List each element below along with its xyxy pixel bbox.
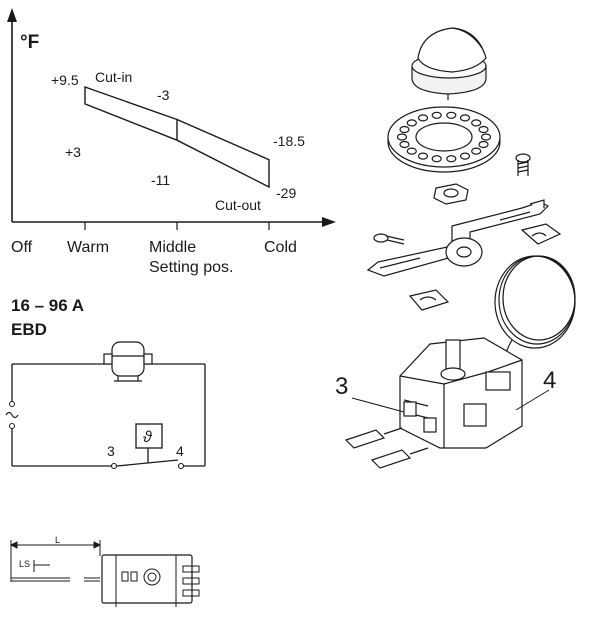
x-tick-cold: Cold [264, 239, 297, 256]
y-axis-arrow [7, 8, 17, 22]
terminal-3-label: 3 [107, 443, 115, 459]
dial-hole [471, 147, 482, 155]
mains-terminal-top [9, 401, 15, 407]
capillary-tube [494, 255, 576, 381]
y-axis-unit: °F [20, 32, 39, 53]
dial-hole [431, 155, 442, 163]
control-knob [411, 27, 487, 100]
spade-connector [344, 427, 403, 449]
dial-hole [446, 155, 457, 163]
dial-hole [417, 152, 429, 160]
cut-in-label: Cut-in [95, 69, 132, 85]
spade-connector [370, 447, 429, 469]
dial-hole [399, 125, 410, 134]
dial-hole [431, 111, 442, 119]
clip-right [520, 223, 562, 245]
cut-out-label: Cut-out [215, 197, 261, 213]
x-tick-middle: Middle [149, 239, 196, 256]
switch-contact-4 [177, 462, 185, 470]
mains-terminal-bottom [9, 423, 15, 429]
wiring-circuit [11, 363, 206, 467]
model-label: EBD [11, 320, 47, 339]
dial-hole [459, 152, 471, 160]
thermostat-body [399, 337, 523, 449]
dial-hole [478, 125, 489, 134]
thermostat-symbol: ϑ [143, 429, 153, 446]
terminal-4-label: 4 [176, 443, 184, 459]
dial-hole [471, 119, 482, 127]
clip-left [408, 289, 450, 311]
middle-cut-out-value: -11 [151, 172, 170, 188]
dial-hole [396, 133, 408, 141]
compressor-icon [103, 341, 153, 382]
thermostat-symbol-box [135, 423, 163, 449]
warm-cut-in-value: +9.5 [51, 72, 79, 88]
dial-hole [406, 119, 417, 127]
x-axis-label: Setting pos. [149, 259, 234, 276]
x-tick-warm: Warm [67, 239, 109, 256]
exploded-view [344, 27, 576, 469]
dial-plate [387, 106, 501, 173]
middle-cut-in-value: -3 [157, 87, 170, 103]
switch-contact-3 [110, 462, 118, 470]
dial-hole [406, 147, 417, 155]
x-tick-off: Off [11, 239, 33, 256]
dimension-ls-label: LS [19, 559, 30, 569]
current-range: 16 – 96 A [11, 296, 84, 315]
cold-cut-in-value: -18.5 [273, 133, 305, 149]
dial-hole [480, 133, 492, 141]
hex-nut [433, 183, 469, 205]
screw-icon [373, 233, 405, 245]
cold-cut-out-value: -29 [276, 185, 296, 201]
dimension-drawing [9, 540, 200, 607]
dial-hole [459, 114, 471, 122]
exploded-terminal-4: 4 [543, 367, 556, 394]
mounting-bracket [366, 199, 550, 277]
dial-hole [478, 140, 489, 149]
x-axis-arrow [322, 217, 336, 227]
dial-hole [417, 114, 429, 122]
dial-hole [446, 111, 457, 119]
screw-icon [515, 153, 531, 176]
dimension-l-label: L [55, 535, 60, 545]
warm-cut-out-value: +3 [65, 144, 81, 160]
dial-hole [399, 140, 410, 149]
exploded-terminal-3: 3 [335, 373, 348, 400]
ac-source-icon [5, 411, 19, 419]
